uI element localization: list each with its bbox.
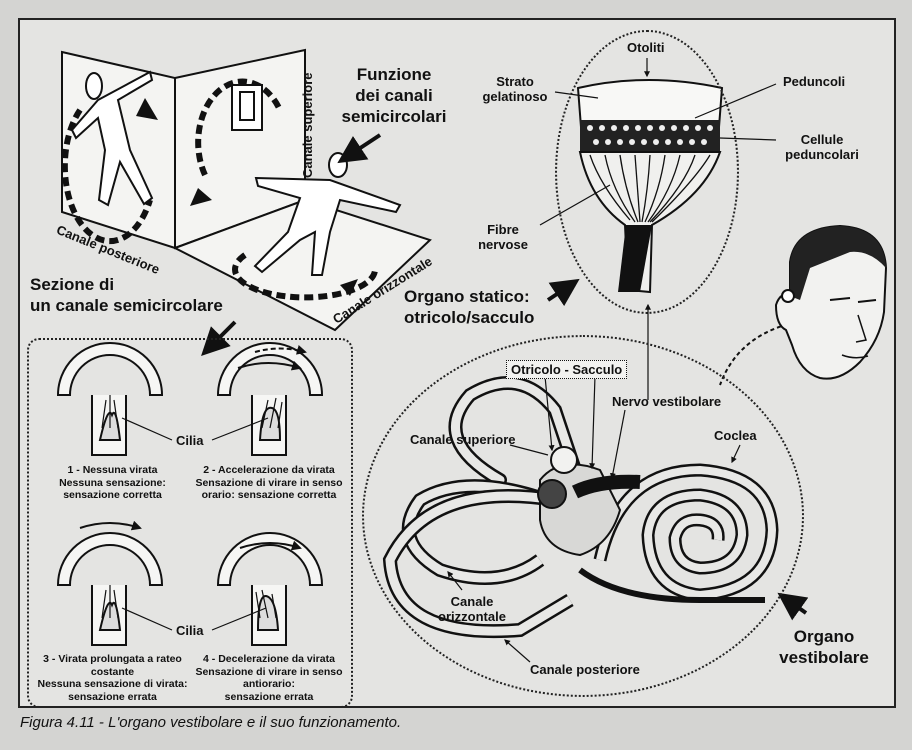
section-case-1	[56, 342, 164, 456]
static-organ-title-line-2: otricolo/sacculo	[404, 308, 535, 327]
vestibular-horizontal-line-1: Canale	[450, 594, 494, 609]
stalk-cells-line-1: Cellule	[800, 132, 844, 147]
case-3-line-4: sensazione errata	[68, 690, 157, 703]
section-case-2-caption: 2 - Accelerazione da virata Sensazione d…	[188, 464, 350, 502]
case-3-line-3: Nessuna sensazione di virata:	[37, 678, 188, 690]
section-title: Sezione di un canale semicircolare	[30, 274, 223, 316]
vestibular-organ-pointer-arrow	[777, 592, 809, 621]
section-case-3-caption: 3 - Virata prolungata a rateo costante N…	[30, 653, 195, 703]
static-organ-title: Organo statico: otricolo/sacculo	[404, 286, 534, 328]
function-pointer-arrow	[337, 133, 382, 164]
stalk-cells-line-2: peduncolari	[785, 147, 859, 162]
flow-arrows	[79, 345, 307, 551]
cilia-leader-lines	[121, 417, 269, 631]
canals-title: Funzione dei canali semicircolari	[334, 64, 454, 127]
vestibular-organ-title: Organo vestibolare	[772, 626, 876, 668]
section-case-4-caption: 4 - Decelerazione da virata Sensazione d…	[188, 653, 350, 703]
case-4-line-2: Sensazione di virare in senso	[195, 665, 343, 678]
figure-caption: Figura 4.11 - L'organo vestibolare e il …	[20, 714, 402, 731]
cilia-label-top: Cilia	[176, 433, 204, 448]
case-1-line-1: 1 - Nessuna virata	[67, 464, 158, 476]
section-case-3	[56, 532, 164, 646]
canals-title-line-3: semicircolari	[341, 107, 447, 126]
nerve-fibers-line-2: nervose	[478, 237, 528, 252]
vestibular-organ-ellipse	[362, 335, 804, 697]
section-panel-border	[27, 338, 353, 708]
vestibular-title-line-2: vestibolare	[779, 648, 869, 667]
cilia-label-bottom: Cilia	[176, 623, 204, 638]
section-title-line-1: Sezione di	[30, 275, 115, 294]
cochlea-label: Coclea	[714, 428, 757, 443]
stalks-label: Peduncoli	[783, 74, 846, 89]
section-title-line-2: un canale semicircolare	[30, 296, 223, 315]
canals-title-line-2: dei canali	[355, 86, 433, 105]
gel-layer-line-1: Strato	[496, 74, 534, 89]
case-1-line-2: Nessuna sensazione:	[59, 476, 166, 489]
otoliths-label: Otoliti	[627, 40, 665, 55]
canal-dashed-loops	[61, 78, 378, 301]
vestibular-posterior-canal-label: Canale posteriore	[530, 662, 640, 677]
nerve-fibers-line-1: Fibre	[487, 222, 519, 237]
case-2-line-1: 2 - Accelerazione da virata	[203, 464, 335, 476]
pilot-figures	[70, 70, 402, 276]
case-3-line-2: costante	[90, 665, 135, 678]
section-pointer-arrow	[201, 320, 237, 356]
nerve-fibers-label: Fibre nervose	[468, 222, 538, 252]
canal-superior-label: Canale superiore	[300, 72, 315, 179]
case-4-line-3: antiorario:	[243, 678, 295, 690]
head-illustration	[774, 224, 888, 380]
case-2-line-2: Sensazione di virare in senso	[195, 476, 343, 489]
vestibular-horizontal-line-2: orizzontale	[438, 609, 506, 624]
case-2-line-3: orario: sensazione corretta	[201, 489, 337, 501]
section-case-2	[216, 342, 324, 456]
static-organ-ellipse	[555, 30, 739, 314]
utricle-saccule-label: Otricolo - Sacculo	[506, 360, 628, 379]
case-3-line-1: 3 - Virata prolungata a rateo	[43, 653, 182, 665]
gel-layer-label: Strato gelatinoso	[477, 74, 553, 104]
canals-title-line-1: Funzione	[356, 65, 432, 84]
vestibular-nerve-label: Nervo vestibolare	[612, 394, 722, 409]
stalk-cells-label: Cellule peduncolari	[774, 132, 870, 162]
vestibular-horizontal-canal-label: Canale orizzontale	[432, 594, 512, 624]
case-4-line-4: sensazione errata	[224, 690, 314, 703]
vestibular-title-line-1: Organo	[793, 627, 855, 646]
canal-arrows	[136, 98, 358, 296]
static-organ-pointer-arrow	[546, 278, 580, 307]
case-4-line-1: 4 - Decelerazione da virata	[203, 653, 335, 665]
section-case-1-caption: 1 - Nessuna virata Nessuna sensazione: s…	[30, 464, 195, 502]
gel-layer-line-2: gelatinoso	[482, 89, 548, 104]
static-organ-title-line-1: Organo statico:	[404, 287, 530, 306]
vestibular-superior-canal-label: Canale superiore	[410, 432, 516, 447]
case-1-line-3: sensazione corretta	[63, 489, 162, 501]
horizontal-plane	[172, 198, 432, 332]
